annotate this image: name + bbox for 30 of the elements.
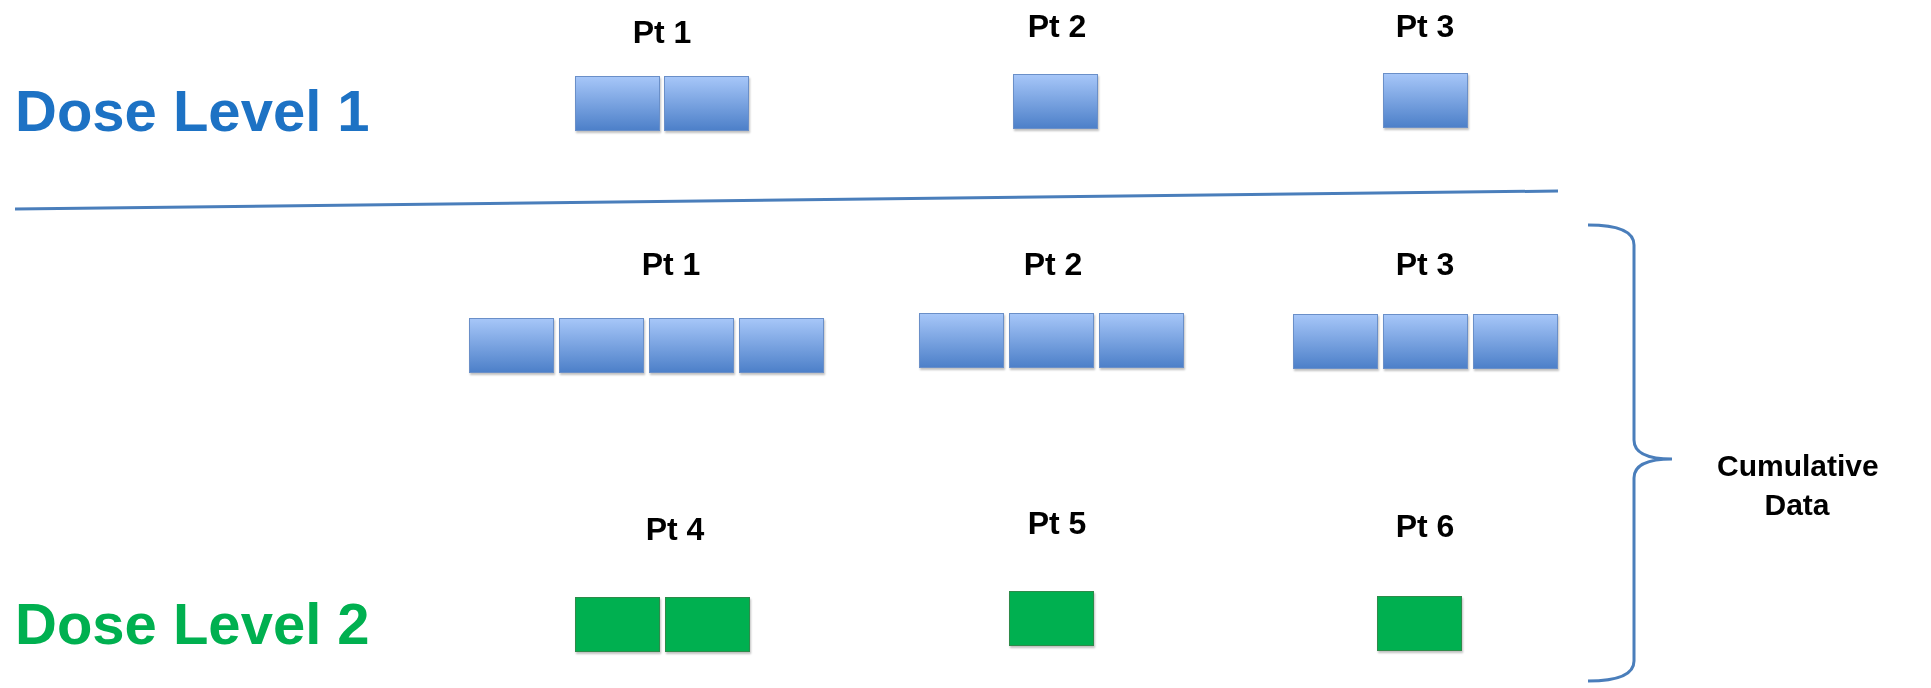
dose-1-block <box>1383 73 1468 128</box>
dose-1-block <box>559 318 644 373</box>
dose-1-block <box>1013 74 1098 129</box>
dose-level-label: Dose Level 1 <box>15 77 370 146</box>
dose-2-block <box>1009 591 1094 646</box>
dose-1-block <box>1293 314 1378 369</box>
dose-1-block <box>1383 314 1468 369</box>
dose-1-block <box>1009 313 1094 368</box>
patient-label: Pt 1 <box>641 245 701 285</box>
dose-level-label: Dose Level 2 <box>15 590 370 659</box>
dose-1-block <box>469 318 554 373</box>
patient-label: Pt 3 <box>1395 7 1455 47</box>
patient-label: Pt 4 <box>645 510 705 550</box>
patient-label: Pt 2 <box>1027 7 1087 47</box>
dose-1-block <box>1473 314 1558 369</box>
patient-label: Pt 5 <box>1027 504 1087 544</box>
dose-1-block <box>664 76 749 131</box>
dose-1-block <box>649 318 734 373</box>
dose-2-block <box>665 597 750 652</box>
dose-1-block <box>919 313 1004 368</box>
dose-1-block <box>1099 313 1184 368</box>
bracket-label: Cumulative Data <box>1717 448 1877 523</box>
patient-label: Pt 3 <box>1395 245 1455 285</box>
dose-2-block <box>1377 596 1462 651</box>
patient-label: Pt 1 <box>632 13 692 53</box>
patient-label: Pt 2 <box>1023 245 1083 285</box>
dose-1-block <box>739 318 824 373</box>
patient-label: Pt 6 <box>1395 507 1455 547</box>
dose-1-block <box>575 76 660 131</box>
dose-2-block <box>575 597 660 652</box>
